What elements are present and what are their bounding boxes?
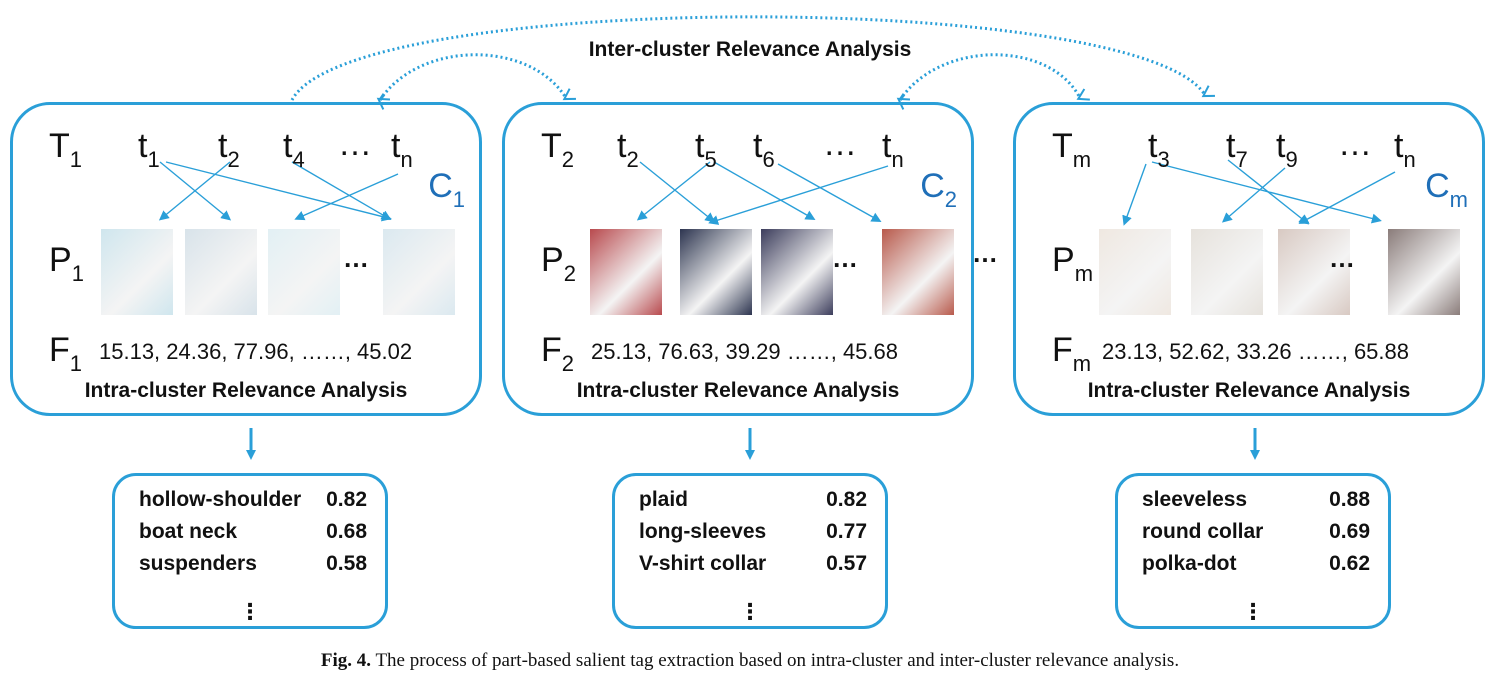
feature-values: 15.13, 24.36, 77.96, ……, 45.02 [99, 339, 413, 364]
inter-arc-1-2 [378, 53, 576, 101]
salient-tag-row: sleeveless 0.88 [1142, 488, 1370, 512]
part-image [1099, 229, 1171, 315]
part-image [1278, 229, 1350, 315]
tag-item: t7 [1226, 127, 1248, 172]
part-image [268, 229, 340, 315]
tag-item: t3 [1148, 127, 1170, 172]
part-image [680, 229, 752, 315]
salient-tag: suspenders [139, 552, 257, 575]
image-ellipsis: … [832, 243, 858, 273]
tag-score: 0.82 [326, 488, 367, 511]
inter-arc-outer [290, 15, 1215, 101]
cluster-label: Cm [1425, 167, 1468, 212]
salient-tag: V-shirt collar [639, 552, 767, 575]
tag-score: 0.58 [326, 552, 367, 575]
part-image [590, 229, 662, 315]
part-set-label: P1 [49, 241, 84, 286]
salient-tag-row: plaid 0.82 [639, 488, 867, 512]
between-cluster-ellipsis: … [972, 238, 998, 268]
part-image [185, 229, 257, 315]
part-image [1191, 229, 1263, 315]
salient-tag-row: V-shirt collar 0.57 [639, 552, 867, 576]
salient-tag: long-sleeves [639, 520, 767, 543]
part-image [383, 229, 455, 315]
feature-values: 25.13, 76.63, 39.29 ……, 45.68 [591, 339, 899, 364]
image-ellipsis: … [1329, 243, 1355, 273]
inter-arc-2-m [898, 53, 1090, 101]
part-set-label: Pm [1052, 241, 1094, 286]
image-ellipsis: … [343, 243, 369, 273]
result-box-m: sleeveless 0.88 round collar 0.69 polka-dot 0… [1115, 473, 1391, 629]
tag-item: … [338, 125, 372, 163]
cluster-label: C1 [428, 167, 465, 212]
tag-item: tn [882, 127, 904, 172]
part-image [882, 229, 954, 315]
result-box-1: hollow-shoulder 0.82 boat neck 0.68 suspende… [112, 473, 388, 629]
tag-set-label: Tm [1052, 127, 1092, 172]
caption-text: The process of part-based salient tag ex… [371, 650, 1180, 671]
tag-item: tn [1394, 127, 1416, 172]
feature-set-label: F2 [541, 331, 575, 376]
tag-item: t6 [753, 127, 775, 172]
salient-tag-row: hollow-shoulder 0.82 [139, 488, 367, 512]
tag-score: 0.68 [326, 520, 367, 543]
tag-item: t2 [617, 127, 639, 172]
tag-score: 0.82 [826, 488, 867, 511]
tag-item: … [1338, 125, 1372, 163]
part-image [1388, 229, 1460, 315]
intra-cluster-label: Intra-cluster Relevance Analysis [576, 379, 900, 402]
salient-tag-row: long-sleeves 0.77 [639, 520, 867, 544]
tag-item: … [823, 125, 857, 163]
salient-tag-row: suspenders 0.58 [139, 552, 367, 576]
salient-tag: boat neck [139, 520, 238, 543]
tag-item: t9 [1276, 127, 1298, 172]
tag-item: t4 [283, 127, 305, 172]
salient-tag: sleeveless [1142, 488, 1248, 511]
caption-label: Fig. 4. [320, 650, 372, 671]
salient-tag-row: polka-dot 0.62 [1142, 552, 1370, 576]
part-image [761, 229, 833, 315]
intra-cluster-label: Intra-cluster Relevance Analysis [1087, 379, 1411, 402]
more-tags-ellipsis: ⋮ [239, 599, 261, 624]
more-tags-ellipsis: ⋮ [739, 599, 761, 624]
tag-score: 0.88 [1329, 488, 1370, 511]
salient-tag-row: boat neck 0.68 [139, 520, 367, 544]
tag-item: tn [391, 127, 413, 172]
tag-score: 0.57 [826, 552, 867, 575]
tag-score: 0.77 [826, 520, 867, 543]
cluster-label: C2 [920, 167, 957, 212]
inter-cluster-title: Inter-cluster Relevance Analysis [588, 38, 912, 61]
salient-tag: polka-dot [1142, 552, 1237, 575]
tag-set-label: T2 [541, 127, 575, 172]
part-image [101, 229, 173, 315]
intra-cluster-label: Intra-cluster Relevance Analysis [84, 379, 408, 402]
salient-tag: plaid [639, 488, 689, 511]
tag-set-label: T1 [49, 127, 83, 172]
figure-caption: Fig. 4. The process of part-based salien… [0, 650, 1500, 672]
salient-tag-row: round collar 0.69 [1142, 520, 1370, 544]
part-set-label: P2 [541, 241, 576, 286]
tag-item: t5 [695, 127, 717, 172]
more-tags-ellipsis: ⋮ [1242, 599, 1264, 624]
salient-tag: round collar [1142, 520, 1264, 543]
salient-tag: hollow-shoulder [139, 488, 302, 511]
tag-item: t2 [218, 127, 240, 172]
feature-set-label: F1 [49, 331, 83, 376]
tag-item: t1 [138, 127, 160, 172]
feature-set-label: Fm [1052, 331, 1092, 376]
feature-values: 23.13, 52.62, 33.26 ……, 65.88 [1102, 339, 1410, 364]
tag-score: 0.69 [1329, 520, 1370, 543]
tag-score: 0.62 [1329, 552, 1370, 575]
